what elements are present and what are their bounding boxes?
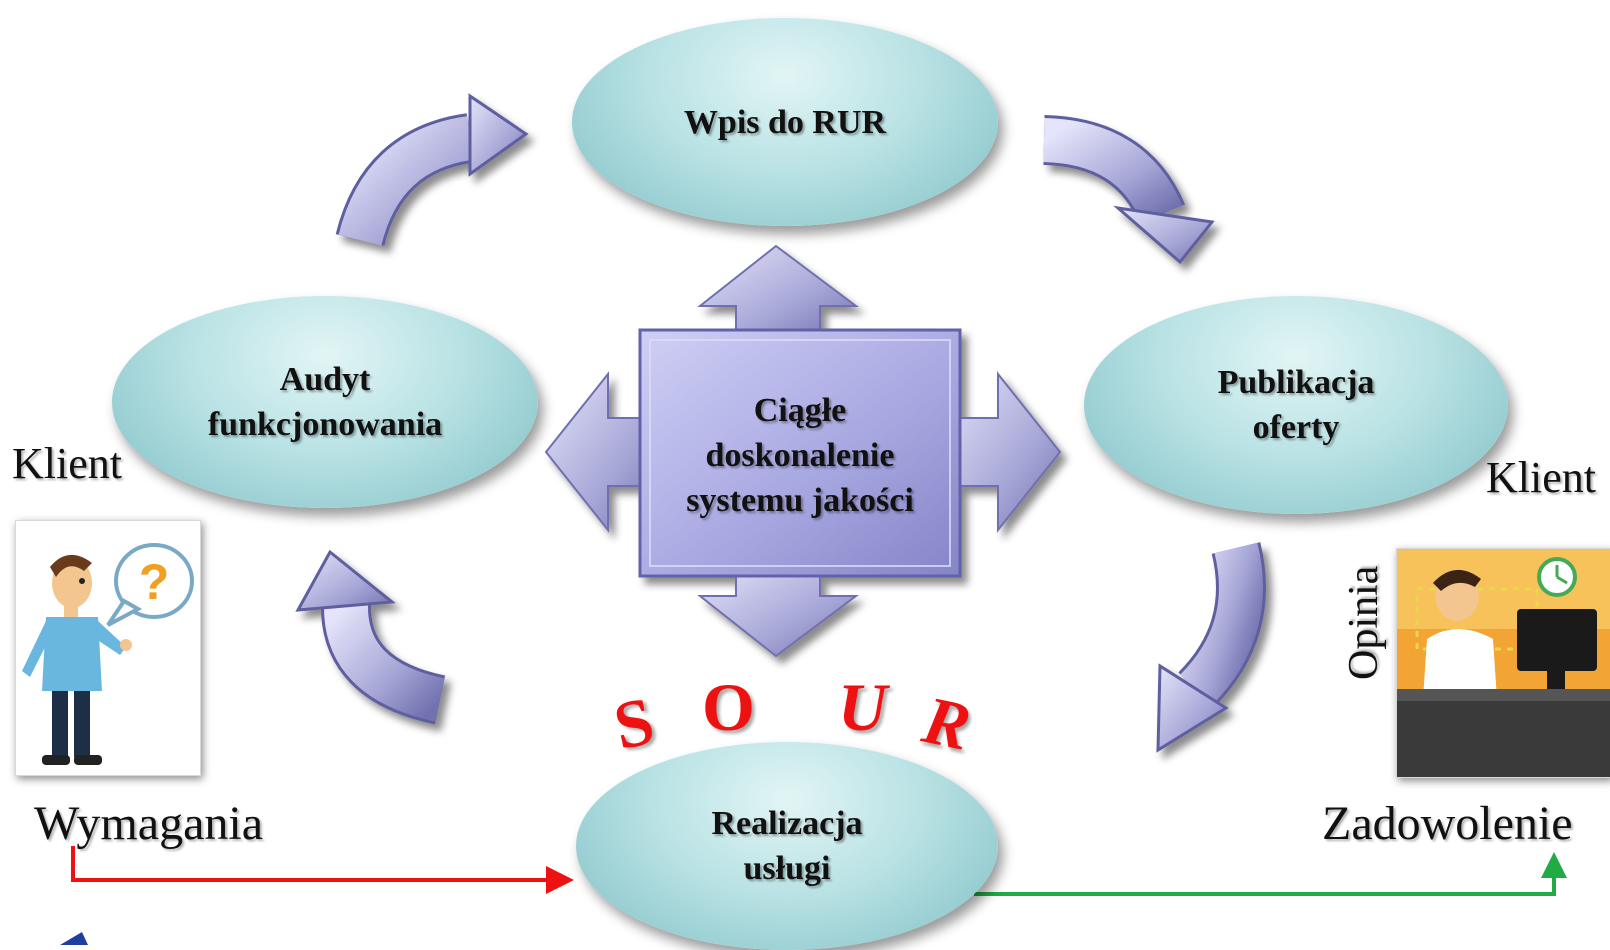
down-arrow: [697, 565, 859, 658]
flow-connectors: [71, 846, 1567, 896]
node-wpis-label: Wpis do RUR: [683, 103, 887, 141]
up-arrow: [697, 244, 859, 337]
client-satisfaction-card: [1396, 548, 1610, 778]
central-block: [544, 244, 1062, 658]
cycle-arrow-top-left: [335, 93, 529, 247]
office-worker-icon: [1397, 549, 1610, 777]
sour-letter-o: O: [702, 669, 755, 745]
node-audyt-label: Audyt funkcjonowania: [207, 361, 443, 443]
node-publikacja-oferty: Publikacja oferty: [1084, 296, 1508, 514]
cycle-arrows: [295, 93, 1266, 753]
cycle-arrow-top-right: [1042, 115, 1215, 265]
node-wpis-do-rur: Wpis do RUR: [572, 18, 998, 226]
node-publikacja-label: Publikacja oferty: [1217, 364, 1375, 446]
node-realizacja-label: Realizacja usługi: [711, 805, 863, 887]
logo-fragment: [60, 932, 88, 945]
center-square: [638, 328, 962, 578]
question-mark: ?: [139, 554, 170, 610]
clock-icon: [1537, 557, 1577, 597]
node-audyt-funkcjonowania: Audyt funkcjonowania: [112, 296, 538, 508]
cycle-arrow-bottom-right: [1156, 542, 1266, 753]
satisfaction-label: Zadowolenie: [1322, 797, 1573, 850]
question-person-icon: ?: [22, 543, 194, 765]
satisfaction-arrow: [974, 876, 1556, 896]
satisfaction-arrowhead: [1541, 852, 1567, 878]
client-left-label: Klient: [12, 439, 122, 488]
opinion-label: Opinia: [1341, 565, 1387, 680]
requirements-arrowhead: [546, 866, 574, 894]
cycle-arrow-bottom-left: [295, 549, 446, 725]
requirements-label: Wymagania: [34, 797, 264, 850]
client-right-label: Klient: [1486, 453, 1596, 502]
sour-letter-u: U: [838, 669, 888, 745]
right-arrow: [945, 371, 1062, 533]
client-question-card: ?: [15, 520, 201, 776]
requirements-arrow: [71, 846, 548, 882]
center-label: Ciągłe doskonalenie systemu jakości: [686, 392, 914, 519]
node-realizacja-uslugi: Realizacja usługi: [576, 742, 998, 950]
